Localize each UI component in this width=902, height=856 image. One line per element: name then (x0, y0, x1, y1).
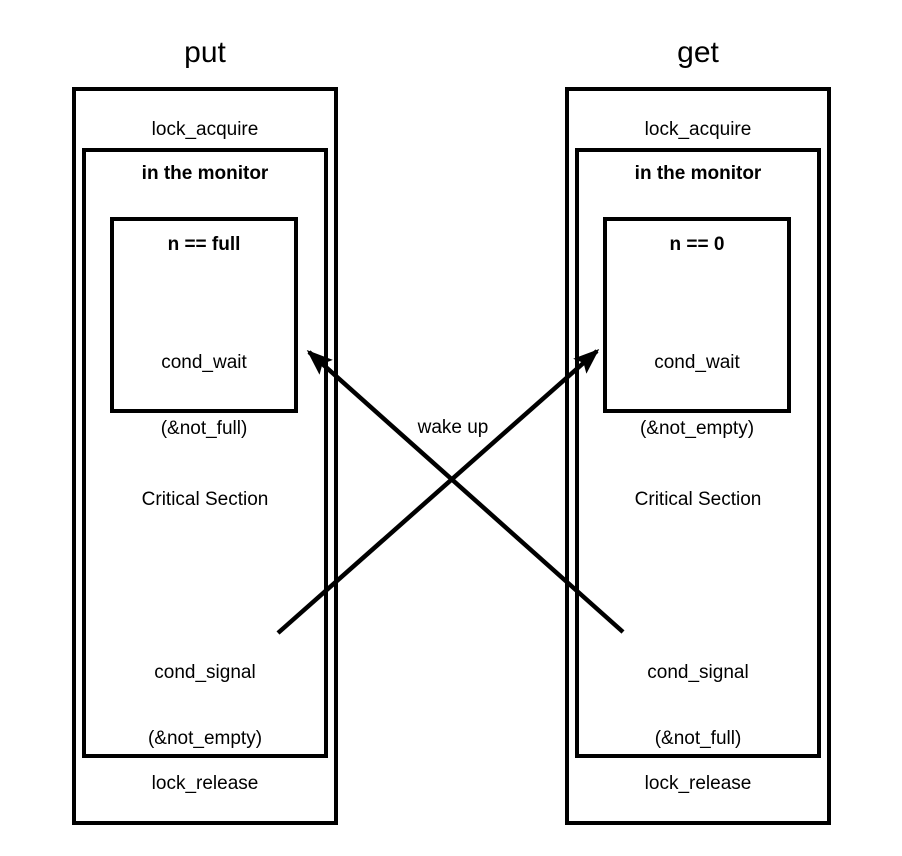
put-cond-wait-arg: (&not_full) (160, 418, 248, 439)
put-cond-signal: cond_signal (&not_empty) (86, 618, 324, 794)
put-cond-wait-label: cond_wait (161, 352, 247, 373)
put-procedure-box: lock_acquire in the monitor n == full co… (72, 87, 338, 825)
get-lock-release-label: lock_release (644, 773, 752, 794)
put-monitor-box: in the monitor n == full cond_wait (&not… (82, 148, 328, 758)
get-critical-section-label: Critical Section (634, 489, 762, 510)
put-lock-release-label: lock_release (151, 773, 259, 794)
get-monitor-label: in the monitor (634, 163, 762, 184)
get-title: get (677, 36, 719, 69)
get-lock-acquire-label: lock_acquire (644, 119, 752, 140)
put-cond-signal-label: cond_signal (154, 662, 256, 683)
get-cond-signal-arg: (&not_full) (654, 728, 742, 749)
put-cond-signal-arg: (&not_empty) (147, 728, 263, 749)
put-monitor-label: in the monitor (141, 163, 269, 184)
get-cond-wait-label: cond_wait (654, 352, 740, 373)
get-cond-wait: cond_wait (&not_empty) (607, 308, 787, 484)
get-cond-wait-arg: (&not_empty) (639, 418, 755, 439)
get-condition-label: n == 0 (669, 234, 725, 255)
put-critical-section-label: Critical Section (141, 489, 269, 510)
wakeup-label: wake up (417, 417, 489, 438)
get-monitor-box: in the monitor n == 0 cond_wait (&not_em… (575, 148, 821, 758)
get-procedure-box: lock_acquire in the monitor n == 0 cond_… (565, 87, 831, 825)
put-lock-acquire-label: lock_acquire (151, 119, 259, 140)
get-cond-signal-label: cond_signal (647, 662, 749, 683)
put-wait-loop-box: n == full cond_wait (&not_full) (110, 217, 298, 439)
put-condition-label: n == full (167, 234, 241, 255)
put-cond-wait: cond_wait (&not_full) (114, 308, 294, 484)
put-title: put (184, 36, 226, 69)
get-wait-loop-box: n == 0 cond_wait (&not_empty) (603, 217, 791, 439)
get-cond-signal: cond_signal (&not_full) (579, 618, 817, 794)
